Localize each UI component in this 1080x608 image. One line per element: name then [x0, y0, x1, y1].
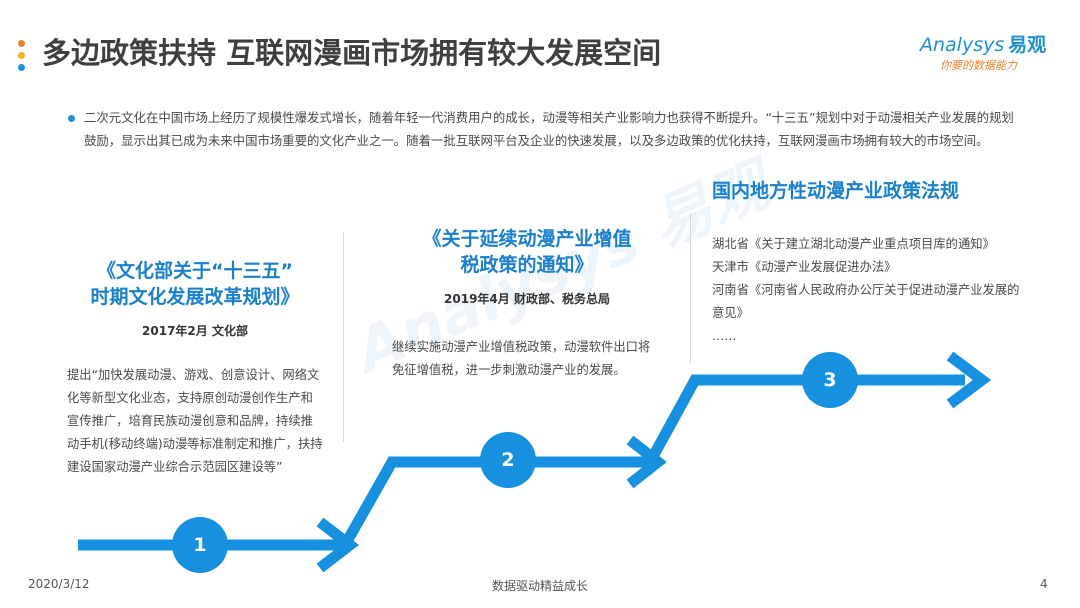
policy-1-body: 提出“加快发展动漫、游戏、创意设计、网络文化等新型文化业态，支持原创动漫创作生产…	[67, 368, 323, 474]
title-dots-icon	[18, 40, 26, 76]
list-item: 河南省《河南省人民政府办公厅关于促进动漫产业发展的意见》	[712, 283, 1020, 320]
logo-brand-cn: 易观	[1008, 34, 1047, 56]
logo-slogan: 你要的数据能力	[940, 59, 1017, 72]
policy-2-title-line1: 《关于延续动漫产业增值	[422, 228, 632, 250]
policy-1-title-line2: 时期文化发展改革规划》	[90, 286, 300, 308]
bullet-icon	[68, 115, 75, 122]
policy-1-meta: 2017年2月 文化部	[142, 324, 248, 338]
policy-2-body: 继续实施动漫产业增值税政策，动漫软件出口将免征增值税，进一步刺激动漫产业的发展。	[392, 340, 651, 377]
arrow-head-3	[946, 351, 992, 409]
policy-2-title: 《关于延续动漫产业增值 税政策的通知》	[392, 226, 662, 278]
divider	[690, 213, 691, 363]
step-1-badge: 1	[172, 517, 228, 573]
intro-paragraph: 二次元文化在中国市场上经历了规模性爆发式增长，随着年轻一代消费用户的成长，动漫等…	[84, 110, 1014, 148]
policy-3-list: 湖北省《关于建立湖北动漫产业重点项目库的通知》 天津市《动漫产业发展促进办法》 …	[712, 233, 1030, 348]
arrow-head-1	[316, 517, 360, 573]
policy-2-meta: 2019年4月 财政部、税务总局	[444, 292, 610, 306]
policy-2-title-line2: 税政策的通知》	[460, 254, 594, 276]
arrow-head-2	[626, 435, 667, 489]
list-item: 天津市《动漫产业发展促进办法》	[712, 260, 897, 274]
policy-3-title: 国内地方性动漫产业政策法规	[712, 180, 960, 202]
logo-brand: Analysys	[920, 34, 1005, 56]
footer-slogan: 数据驱动精益成长	[491, 579, 588, 593]
step-2-badge: 2	[480, 432, 536, 488]
step-3-badge: 3	[802, 352, 858, 408]
page-title: 多边政策扶持 互联网漫画市场拥有较大发展空间	[42, 36, 662, 70]
list-item: ……	[712, 329, 737, 343]
policy-1-title-line1: 《文化部关于“十三五”	[97, 260, 293, 282]
list-item: 湖北省《关于建立湖北动漫产业重点项目库的通知》	[712, 237, 995, 251]
page-number: 4	[1040, 577, 1048, 591]
policy-1-title: 《文化部关于“十三五” 时期文化发展改革规划》	[60, 258, 330, 310]
footer-date: 2020/3/12	[28, 577, 90, 591]
divider	[343, 232, 344, 442]
